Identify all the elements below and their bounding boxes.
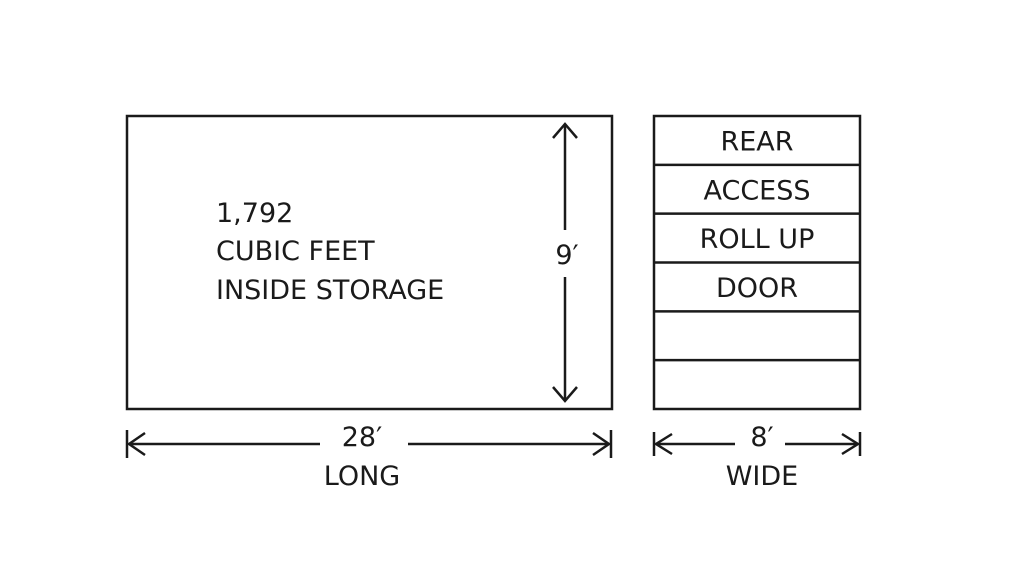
- side-view: 1,792 CUBIC FEET INSIDE STORAGE 9′ 28′ L…: [125, 114, 614, 492]
- door-slats: [654, 163, 860, 362]
- width-arrowhead-right: [841, 432, 861, 456]
- width-dimension: 8′ WIDE: [652, 422, 862, 492]
- length-arrowhead-right: [592, 431, 612, 457]
- volume-value: 1,792: [216, 198, 293, 229]
- volume-label: INSIDE STORAGE: [216, 275, 444, 306]
- door-text-line: DOOR: [716, 273, 798, 304]
- length-value: 28′: [342, 422, 383, 453]
- height-dimension: 9′: [552, 122, 579, 403]
- height-value: 9′: [555, 240, 578, 271]
- door-text-line: ACCESS: [703, 175, 810, 206]
- door-text-line: ROLL UP: [700, 224, 815, 255]
- width-arrowhead-left: [653, 432, 673, 456]
- side-view-outline: [125, 114, 614, 411]
- end-view: REAR ACCESS ROLL UP DOOR 8′ WIDE: [652, 114, 862, 492]
- door-text: REAR ACCESS ROLL UP DOOR: [700, 126, 815, 303]
- width-value: 8′: [750, 422, 773, 453]
- width-label: WIDE: [726, 461, 799, 492]
- door-text-line: REAR: [720, 126, 793, 157]
- height-arrowhead-down: [552, 386, 578, 403]
- volume-unit: CUBIC FEET: [216, 236, 375, 267]
- length-dimension: 28′ LONG: [125, 422, 613, 492]
- height-arrowhead-up: [552, 122, 578, 139]
- length-label: LONG: [324, 461, 400, 492]
- length-arrowhead-left: [126, 431, 146, 457]
